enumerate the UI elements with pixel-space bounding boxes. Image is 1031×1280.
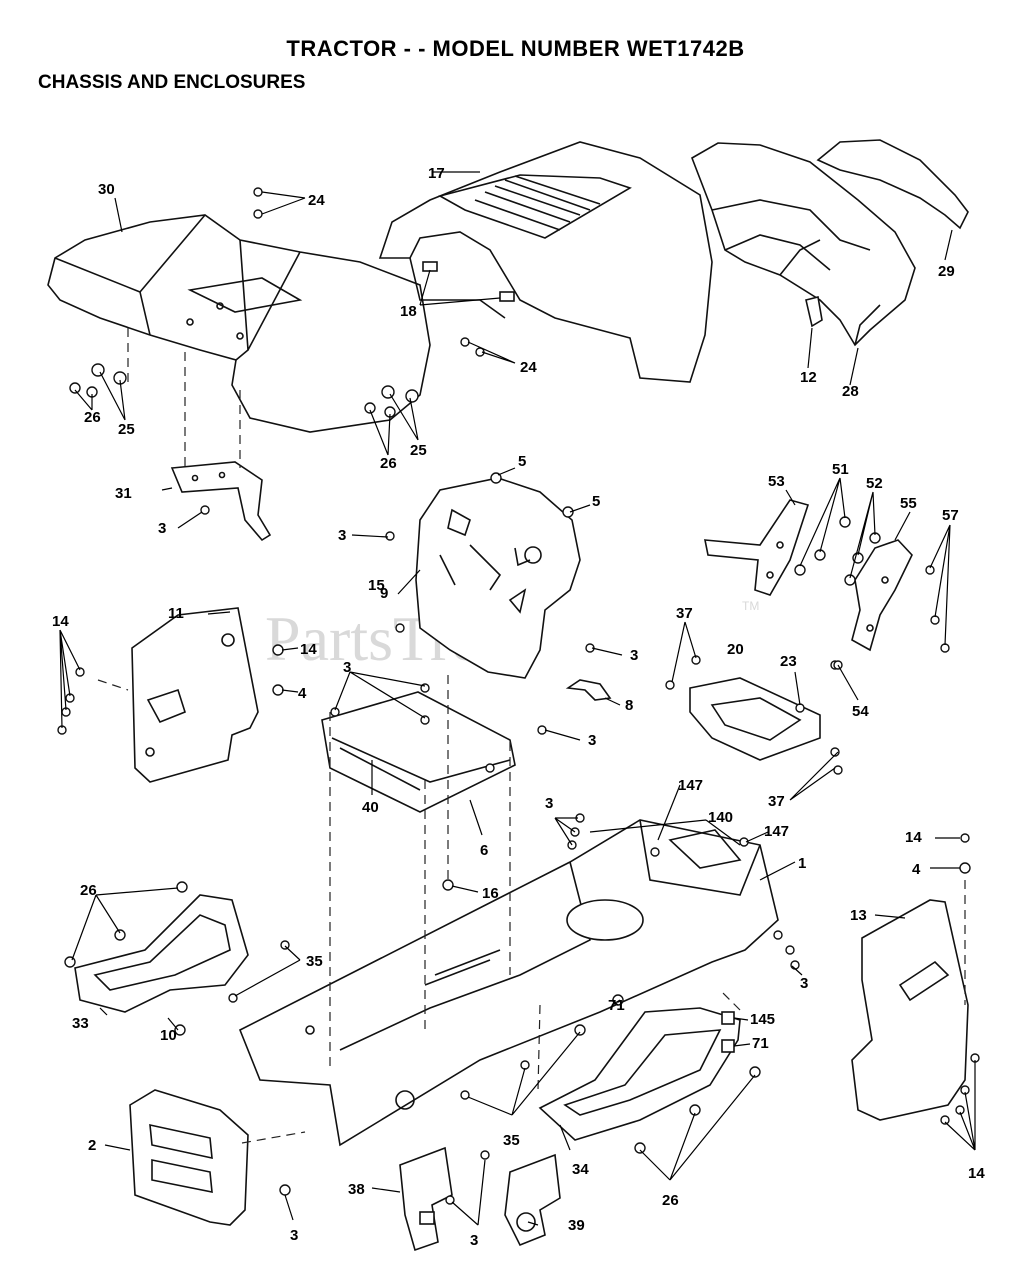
- callout-3: 3: [630, 647, 638, 664]
- callout-34: 34: [572, 1161, 589, 1178]
- callout-3: 3: [338, 527, 346, 544]
- callout-53: 53: [768, 473, 785, 490]
- callout-24: 24: [308, 192, 325, 209]
- part-right-side-panel: [851, 899, 969, 1121]
- callout-35: 35: [503, 1132, 520, 1149]
- callout-9: 9: [380, 585, 388, 602]
- callout-3: 3: [470, 1232, 478, 1249]
- callout-25: 25: [118, 421, 135, 438]
- callout-14: 14: [52, 613, 69, 630]
- callout-37: 37: [768, 793, 785, 810]
- part-clip: [565, 679, 612, 701]
- part-bracket-38: [399, 1146, 453, 1252]
- part-fender-bracket: [170, 461, 272, 542]
- watermark-tm: TM: [742, 599, 759, 613]
- part-pedal-bracket: [689, 677, 821, 761]
- callout-17: 17: [428, 165, 445, 182]
- part-hood: [378, 141, 713, 383]
- part-12: [805, 296, 823, 328]
- callout-71: 71: [752, 1035, 769, 1052]
- callout-10: 10: [160, 1027, 177, 1044]
- callout-147: 147: [678, 777, 703, 794]
- callout-2: 2: [88, 1137, 96, 1154]
- part-bracket-55: [851, 539, 913, 652]
- callout-3: 3: [588, 732, 596, 749]
- page-title: TRACTOR - - MODEL NUMBER WET1742B: [286, 36, 745, 61]
- callout-52: 52: [866, 475, 883, 492]
- part-bracket-53: [704, 499, 810, 596]
- callout-5: 5: [592, 493, 600, 510]
- callout-20: 20: [727, 641, 744, 658]
- callout-40: 40: [362, 799, 379, 816]
- callout-54: 54: [852, 703, 869, 720]
- callout-4: 4: [912, 861, 921, 878]
- section-title: CHASSIS AND ENCLOSURES: [38, 72, 306, 93]
- callout-6: 6: [480, 842, 488, 859]
- callout-35: 35: [306, 953, 323, 970]
- callout-labels: 1 2 3 3 3 3 3 3 3 3 3 3 4 4 5 5 6 8 9 10…: [52, 165, 985, 1249]
- callout-18: 18: [400, 303, 417, 320]
- callout-12: 12: [800, 369, 817, 386]
- part-front-bracket: [129, 1089, 249, 1226]
- callout-26: 26: [662, 1192, 679, 1209]
- callout-51: 51: [832, 461, 849, 478]
- callout-14: 14: [300, 641, 317, 658]
- callout-3: 3: [800, 975, 808, 992]
- callout-147: 147: [764, 823, 789, 840]
- callout-24: 24: [520, 359, 537, 376]
- part-control-plate: [321, 691, 516, 813]
- callout-14: 14: [905, 829, 922, 846]
- callout-145: 145: [750, 1011, 775, 1028]
- part-bracket-39: [504, 1153, 561, 1247]
- callout-38: 38: [348, 1181, 365, 1198]
- part-main-frame: [238, 819, 779, 1147]
- callout-39: 39: [568, 1217, 585, 1234]
- callout-1: 1: [798, 855, 806, 872]
- callout-29: 29: [938, 263, 955, 280]
- callout-71: 71: [608, 997, 625, 1014]
- part-145: [721, 1011, 735, 1025]
- callout-26: 26: [84, 409, 101, 426]
- callout-8: 8: [625, 697, 633, 714]
- callout-55: 55: [900, 495, 917, 512]
- callout-13: 13: [850, 907, 867, 924]
- callout-26: 26: [80, 882, 97, 899]
- part-grille: [691, 142, 916, 347]
- callout-16: 16: [482, 885, 499, 902]
- callout-140: 140: [708, 809, 733, 826]
- assembly-lines: [97, 328, 966, 1144]
- part-hood-trim: [816, 139, 969, 230]
- leader-lines: [59, 171, 976, 1226]
- callout-26: 26: [380, 455, 397, 472]
- callout-5: 5: [518, 453, 526, 470]
- callout-23: 23: [780, 653, 797, 670]
- callout-14: 14: [968, 1165, 985, 1182]
- part-rear-fender: [47, 214, 431, 433]
- callout-3: 3: [343, 659, 351, 676]
- callout-4: 4: [298, 685, 307, 702]
- part-dash-panel: [415, 477, 581, 679]
- callout-3: 3: [290, 1227, 298, 1244]
- part-left-footrest: [74, 894, 249, 1013]
- callout-57: 57: [942, 507, 959, 524]
- callout-15: 15: [368, 577, 385, 594]
- callout-30: 30: [98, 181, 115, 198]
- callout-31: 31: [115, 485, 132, 502]
- callout-28: 28: [842, 383, 859, 400]
- callout-33: 33: [72, 1015, 89, 1032]
- callout-25: 25: [410, 442, 427, 459]
- callout-3: 3: [158, 520, 166, 537]
- callout-37: 37: [676, 605, 693, 622]
- part-71: [721, 1039, 735, 1053]
- part-left-side-panel: [131, 607, 259, 783]
- callout-11: 11: [168, 605, 184, 622]
- part-right-footrest: [538, 1007, 741, 1141]
- callout-3: 3: [545, 795, 553, 812]
